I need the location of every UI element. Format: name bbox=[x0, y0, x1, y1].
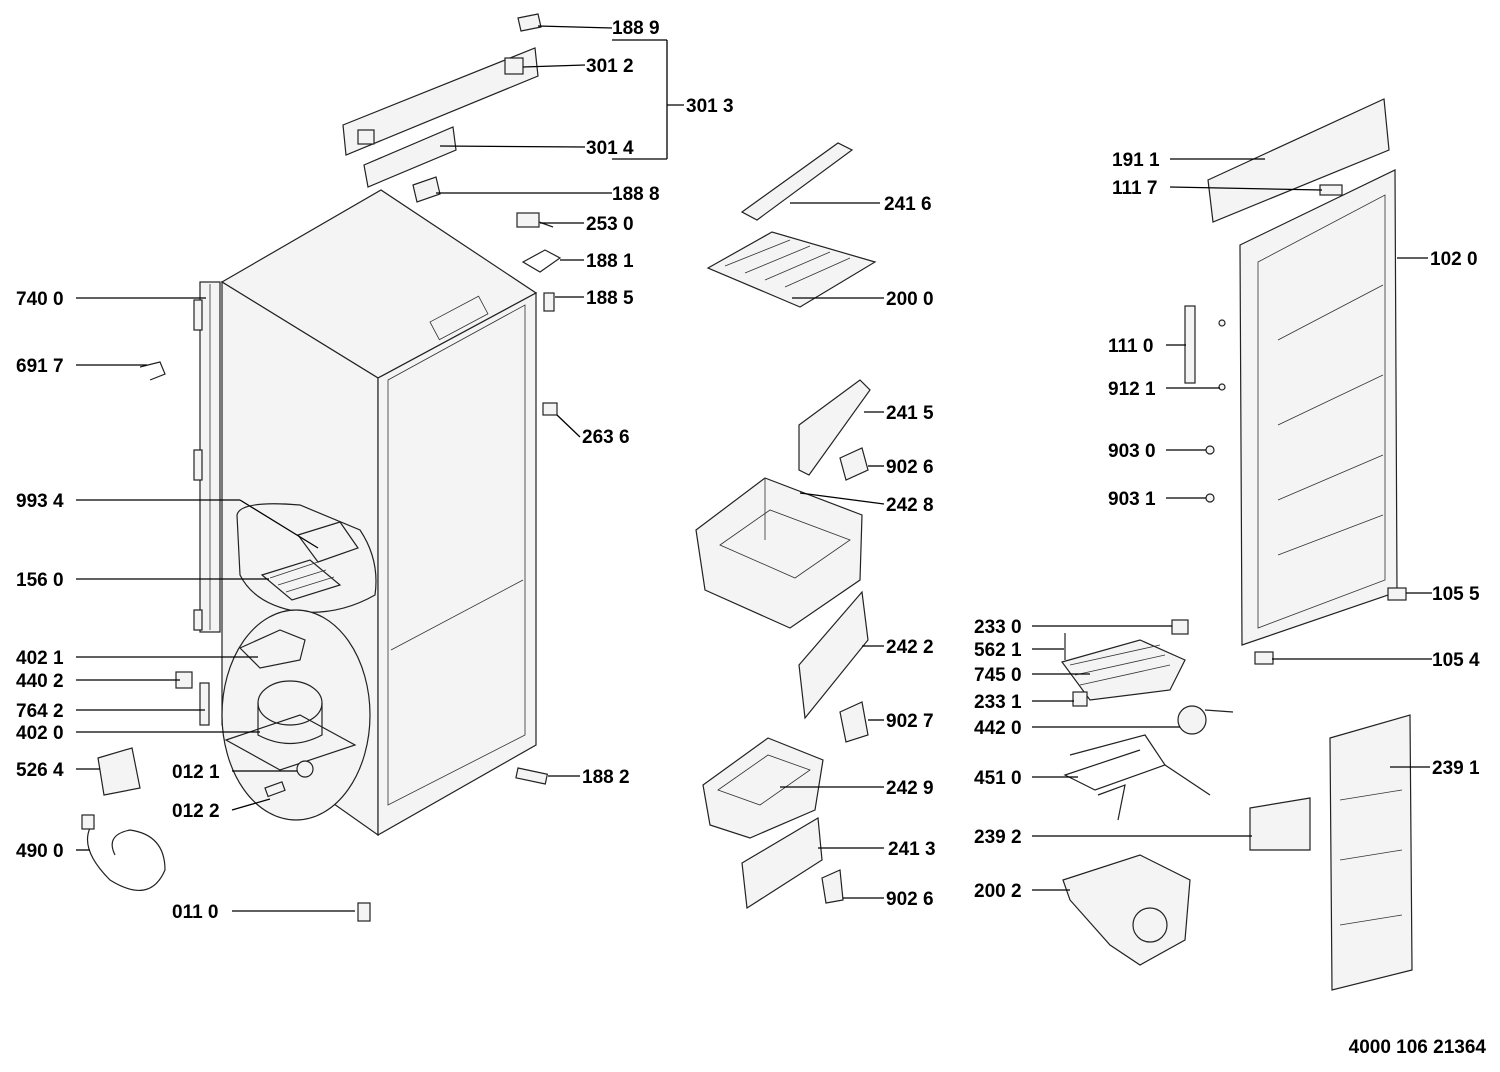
label-188-2: 188 2 bbox=[582, 767, 630, 788]
label-912-1: 912 1 bbox=[1108, 379, 1156, 400]
label-241-3: 241 3 bbox=[888, 839, 936, 860]
label-902-7: 902 7 bbox=[886, 711, 934, 732]
label-301-4: 301 4 bbox=[586, 138, 634, 159]
label-440-2: 440 2 bbox=[16, 671, 64, 692]
label-903-1: 903 1 bbox=[1108, 489, 1156, 510]
leader-lines bbox=[76, 25, 1432, 912]
label-451-0: 451 0 bbox=[974, 768, 1022, 789]
back-panel-parts bbox=[1062, 714, 1413, 991]
label-903-0: 903 0 bbox=[1108, 441, 1156, 462]
condenser bbox=[193, 281, 221, 633]
label-012-2: 012 2 bbox=[172, 801, 220, 822]
label-200-2: 200 2 bbox=[974, 881, 1022, 902]
label-111-7: 111 7 bbox=[1112, 178, 1157, 199]
label-745-0: 745 0 bbox=[974, 665, 1022, 686]
label-241-5: 241 5 bbox=[886, 403, 934, 424]
label-156-0: 156 0 bbox=[16, 570, 64, 591]
label-233-0: 233 0 bbox=[974, 617, 1022, 638]
top-small-parts bbox=[139, 212, 562, 416]
label-402-0: 402 0 bbox=[16, 723, 64, 744]
label-562-1: 562 1 bbox=[974, 640, 1022, 661]
label-902-6-a: 902 6 bbox=[886, 457, 934, 478]
label-188-8: 188 8 bbox=[612, 184, 660, 205]
label-200-0: 200 0 bbox=[886, 289, 934, 310]
label-691-7: 691 7 bbox=[16, 356, 64, 377]
label-188-9: 188 9 bbox=[612, 18, 660, 39]
label-239-1: 239 1 bbox=[1432, 758, 1480, 779]
label-191-1: 191 1 bbox=[1112, 150, 1160, 171]
label-764-2: 764 2 bbox=[16, 701, 64, 722]
evaporator-parts bbox=[1061, 619, 1234, 821]
label-012-1: 012 1 bbox=[172, 762, 220, 783]
label-233-1: 233 1 bbox=[974, 692, 1022, 713]
document-code: 4000 106 21364 bbox=[1349, 1037, 1487, 1058]
part-labels: 188 9 301 2 301 3 301 4 188 8 253 0 188 … bbox=[16, 18, 1486, 1058]
compressor-detail bbox=[175, 609, 371, 821]
label-402-1: 402 1 bbox=[16, 648, 64, 669]
label-301-2: 301 2 bbox=[586, 56, 634, 77]
label-263-6: 263 6 bbox=[582, 427, 630, 448]
upper-drawer-parts bbox=[695, 379, 871, 743]
label-740-0: 740 0 bbox=[16, 289, 64, 310]
label-526-4: 526 4 bbox=[16, 760, 64, 781]
label-242-9: 242 9 bbox=[886, 778, 934, 799]
shelf-parts bbox=[706, 142, 877, 308]
label-253-0: 253 0 bbox=[586, 214, 634, 235]
label-241-6: 241 6 bbox=[884, 194, 932, 215]
label-105-5: 105 5 bbox=[1432, 584, 1480, 605]
label-242-2: 242 2 bbox=[886, 637, 934, 658]
label-993-4: 993 4 bbox=[16, 491, 64, 512]
label-111-0: 111 0 bbox=[1108, 336, 1153, 357]
door-assembly bbox=[1184, 98, 1407, 665]
lower-drawer-parts bbox=[702, 737, 844, 910]
control-panel bbox=[342, 13, 542, 203]
label-242-8: 242 8 bbox=[886, 495, 934, 516]
label-102-0: 102 0 bbox=[1430, 249, 1478, 270]
evaporator-detail bbox=[236, 503, 377, 613]
label-442-0: 442 0 bbox=[974, 718, 1022, 739]
label-301-3: 301 3 bbox=[686, 96, 734, 117]
label-490-0: 490 0 bbox=[16, 841, 64, 862]
label-188-5: 188 5 bbox=[586, 288, 634, 309]
misc-parts-bottom-left bbox=[81, 747, 549, 922]
label-239-2: 239 2 bbox=[974, 827, 1022, 848]
label-011-0: 011 0 bbox=[172, 902, 219, 923]
label-902-6-b: 902 6 bbox=[886, 889, 934, 910]
label-188-1: 188 1 bbox=[586, 251, 634, 272]
label-105-4: 105 4 bbox=[1432, 650, 1480, 671]
